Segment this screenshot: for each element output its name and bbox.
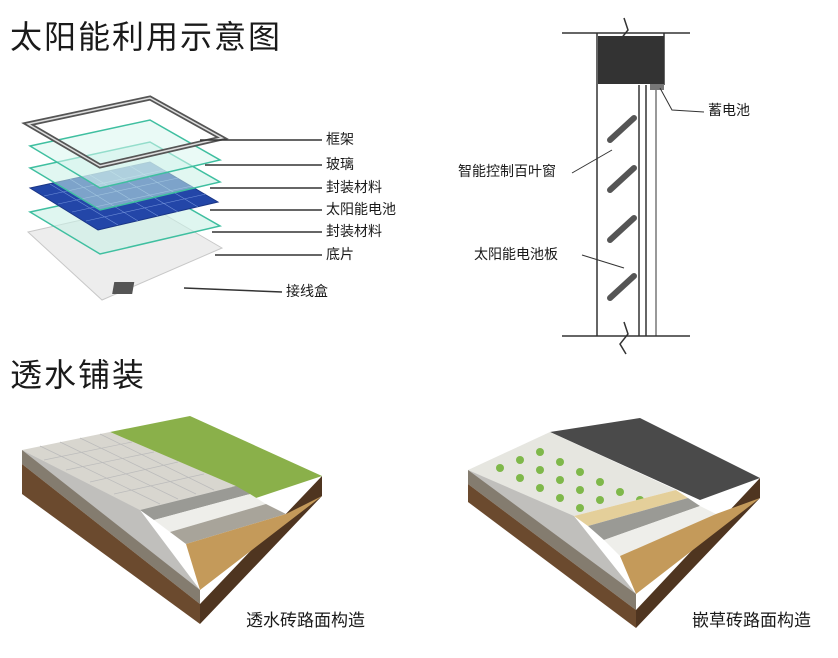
label-solar-cell: 太阳能电池 bbox=[326, 202, 396, 218]
solar-leader-lines bbox=[183, 139, 322, 293]
label-battery: 蓄电池 bbox=[708, 103, 750, 119]
caption-permeable-brick: 透水砖路面构造 bbox=[246, 611, 365, 631]
paving-section-title: 透水铺装 bbox=[10, 356, 147, 394]
caption-grass-brick: 嵌草砖路面构造 bbox=[692, 611, 811, 631]
permeable-brick-pavement-diagram bbox=[22, 416, 322, 624]
wall-section-diagram bbox=[562, 17, 705, 355]
label-backsheet: 底片 bbox=[326, 247, 354, 263]
solar-section-title: 太阳能利用示意图 bbox=[10, 18, 283, 56]
grass-brick-surface bbox=[468, 432, 676, 516]
label-frame: 框架 bbox=[326, 132, 354, 148]
grass-surface bbox=[110, 416, 322, 498]
brick-surface bbox=[22, 432, 236, 510]
asphalt-surface bbox=[550, 418, 760, 500]
glass-layer bbox=[27, 119, 223, 189]
label-louver: 智能控制百叶窗 bbox=[458, 164, 556, 180]
grass-brick-pavement-diagram bbox=[468, 418, 760, 628]
label-junction-box: 接线盒 bbox=[286, 284, 328, 300]
label-solar-panel-board: 太阳能电池板 bbox=[474, 247, 558, 263]
battery-block bbox=[598, 36, 664, 84]
label-encapsulant-2: 封装材料 bbox=[326, 224, 382, 240]
junction-box bbox=[112, 282, 135, 294]
label-glass: 玻璃 bbox=[326, 157, 354, 173]
louver-slats bbox=[607, 115, 637, 301]
label-encapsulant-1: 封装材料 bbox=[326, 180, 382, 196]
